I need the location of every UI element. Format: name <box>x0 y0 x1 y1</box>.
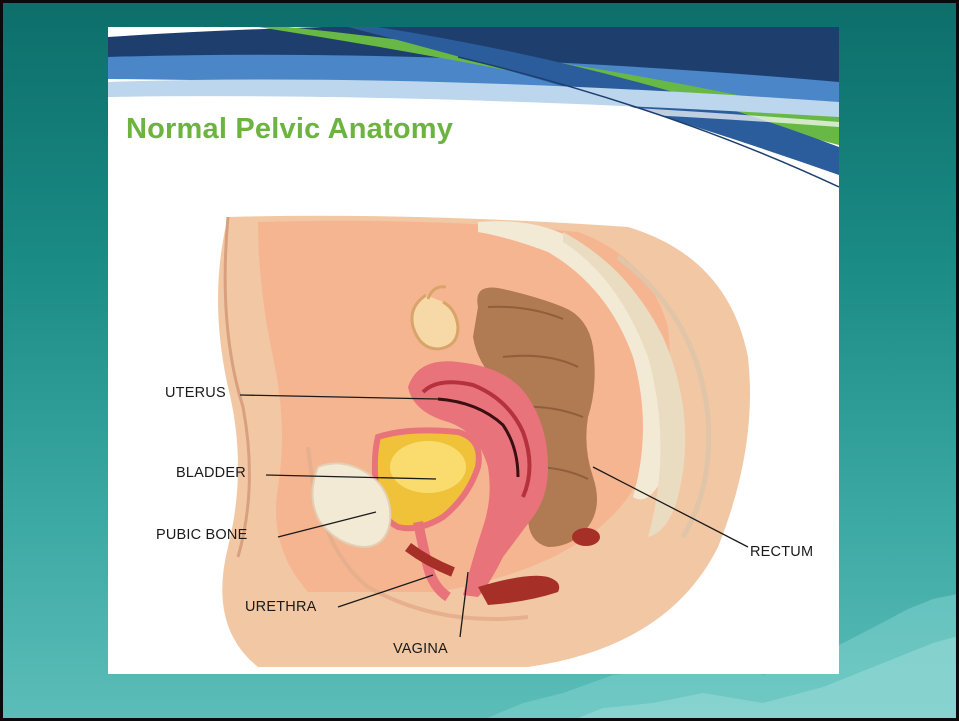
label-rectum: RECTUM <box>750 544 813 560</box>
diagram-card: Normal Pelvic Anatomy UTERUS BLADDER PUB… <box>108 27 839 674</box>
label-pubic-bone: PUBIC BONE <box>156 527 247 543</box>
label-urethra: URETHRA <box>245 599 317 615</box>
label-vagina: VAGINA <box>393 641 448 657</box>
label-bladder: BLADDER <box>176 465 246 481</box>
header-swoosh-decoration <box>108 27 839 187</box>
page-title: Normal Pelvic Anatomy <box>126 113 453 146</box>
label-uterus: UTERUS <box>165 385 226 401</box>
